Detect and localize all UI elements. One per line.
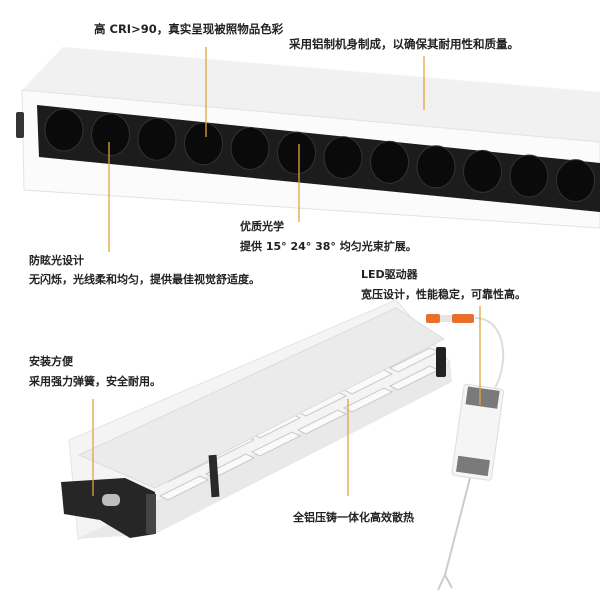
connector-middle — [440, 315, 452, 322]
lens — [463, 149, 502, 193]
anti-glare-title: 防眩光设计 — [29, 254, 84, 267]
install-desc: 采用强力弹簧，安全耐用。 — [29, 375, 161, 388]
orange-connector — [426, 314, 440, 323]
lens — [416, 145, 456, 189]
heat-sink-fin — [158, 475, 210, 501]
orange-connector-2 — [452, 314, 474, 323]
led-driver — [451, 383, 505, 481]
side-clip — [16, 112, 24, 138]
driver-cable — [474, 317, 505, 389]
spring-clip-left — [61, 478, 155, 538]
heat-sink-fin — [250, 431, 302, 457]
cri-label: 高 CRI>90，真实呈现被照物品色彩 — [94, 22, 284, 36]
lens — [509, 154, 549, 198]
driver-title: LED驱动器 — [361, 268, 418, 281]
output-wire — [437, 477, 471, 591]
clip-hole — [102, 494, 120, 506]
heat-sink-label: 全铝压铸一体化高效散热 — [293, 511, 414, 524]
linear-light-front-view — [16, 47, 600, 229]
spring-clip-right — [436, 347, 446, 377]
anti-glare-desc: 无闪烁，光线柔和均匀，提供最佳视觉舒适度。 — [29, 273, 260, 286]
lens — [323, 136, 363, 180]
heat-sink-fin — [296, 409, 348, 435]
lens — [277, 131, 316, 175]
lens — [184, 122, 223, 166]
annotation-lines — [92, 47, 481, 496]
black-lens-strip — [37, 105, 600, 212]
heat-sink-fin — [342, 387, 394, 413]
optics-title: 优质光学 — [240, 220, 284, 233]
driver-desc: 宽压设计，性能稳定，可靠性高。 — [361, 288, 526, 301]
fixture-top-panel — [77, 307, 445, 489]
lens — [44, 108, 84, 152]
fixture-top-face — [22, 47, 600, 142]
spring-coil — [146, 494, 156, 534]
linear-light-rear-view — [61, 299, 505, 591]
lens — [137, 117, 177, 161]
lens — [91, 113, 130, 157]
lens-row — [44, 108, 595, 203]
install-title: 安装方便 — [29, 355, 73, 368]
optics-desc: 提供 15° 24° 38° 均匀光束扩展。 — [240, 240, 417, 253]
aluminum-body-label: 采用铝制机身制成，以确保其耐用性和质量。 — [289, 37, 519, 51]
lens — [556, 159, 595, 203]
center-bracket — [208, 454, 220, 498]
lens — [370, 140, 409, 184]
lens — [230, 126, 270, 170]
